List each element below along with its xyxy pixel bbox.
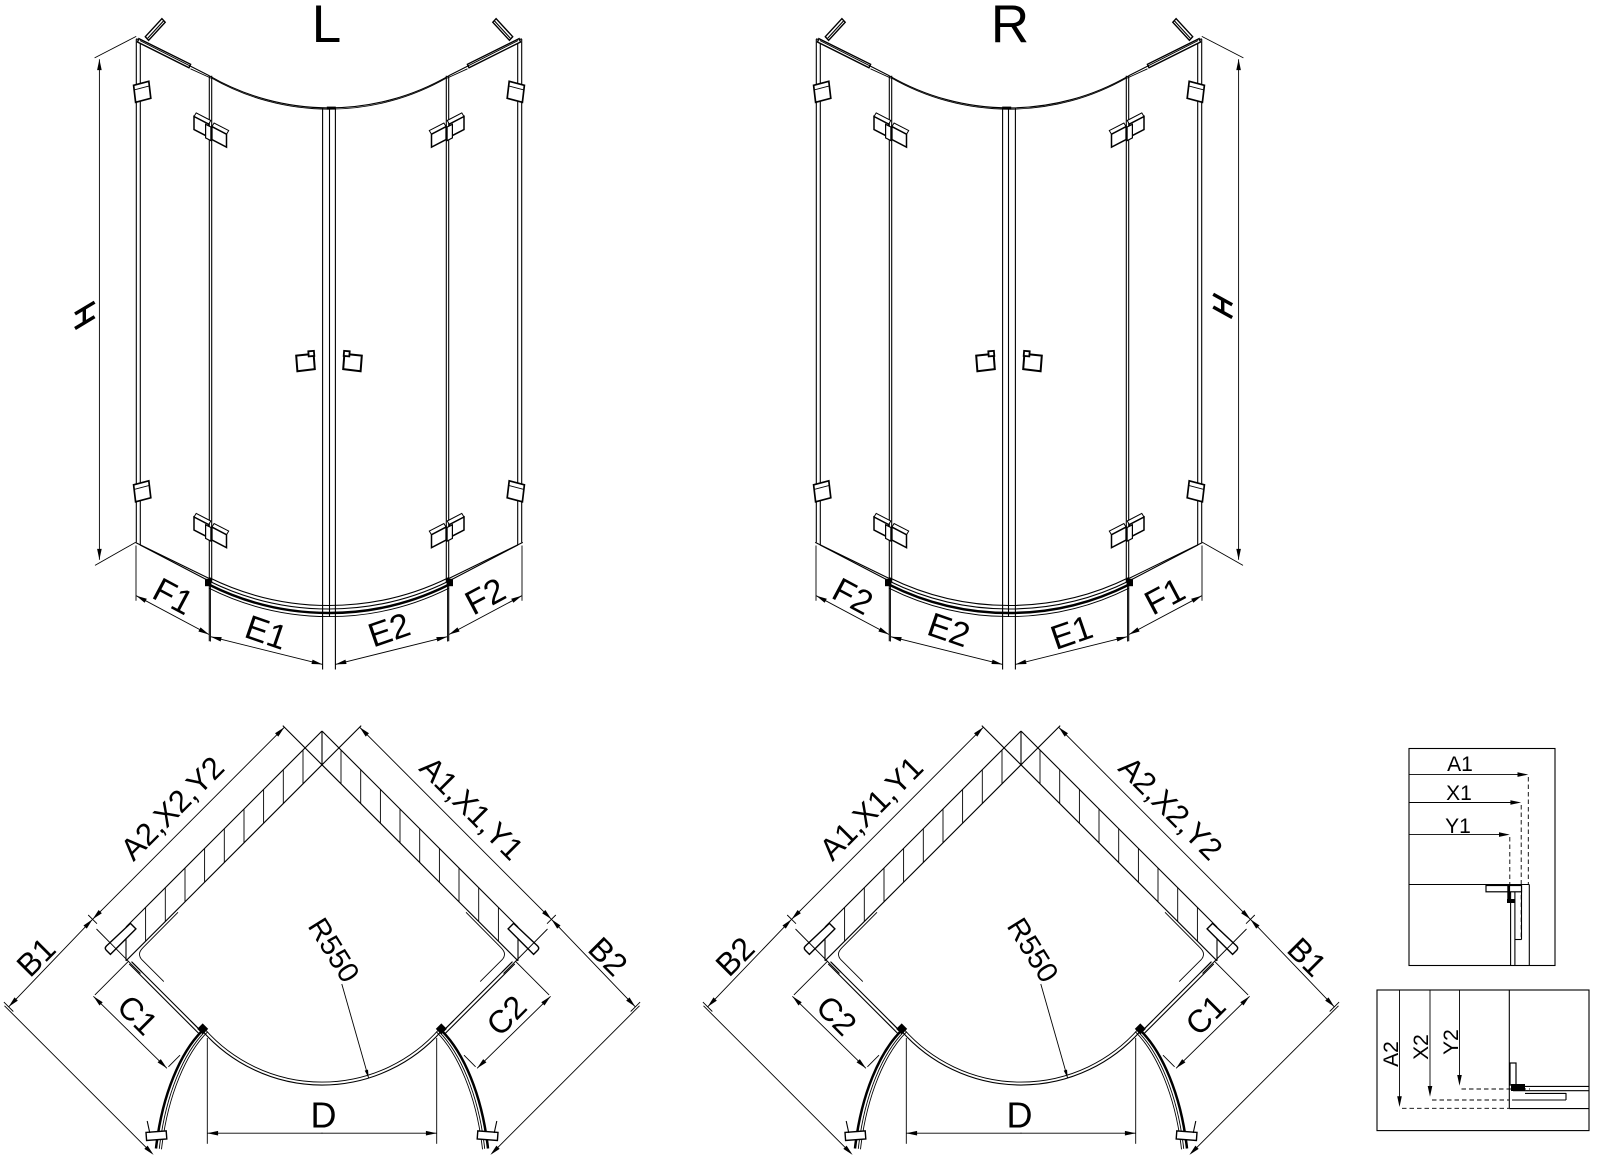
svg-text:D: D [311,1095,337,1136]
svg-text:Y2: Y2 [1440,1029,1463,1055]
svg-text:X1: X1 [1446,782,1472,805]
svg-text:A1: A1 [1447,753,1473,776]
svg-text:D: D [1007,1095,1033,1136]
svg-text:R: R [991,0,1029,54]
svg-text:Y1: Y1 [1445,815,1471,838]
svg-text:A2: A2 [1380,1041,1403,1067]
svg-text:L: L [312,0,341,54]
svg-text:X2: X2 [1410,1034,1433,1060]
